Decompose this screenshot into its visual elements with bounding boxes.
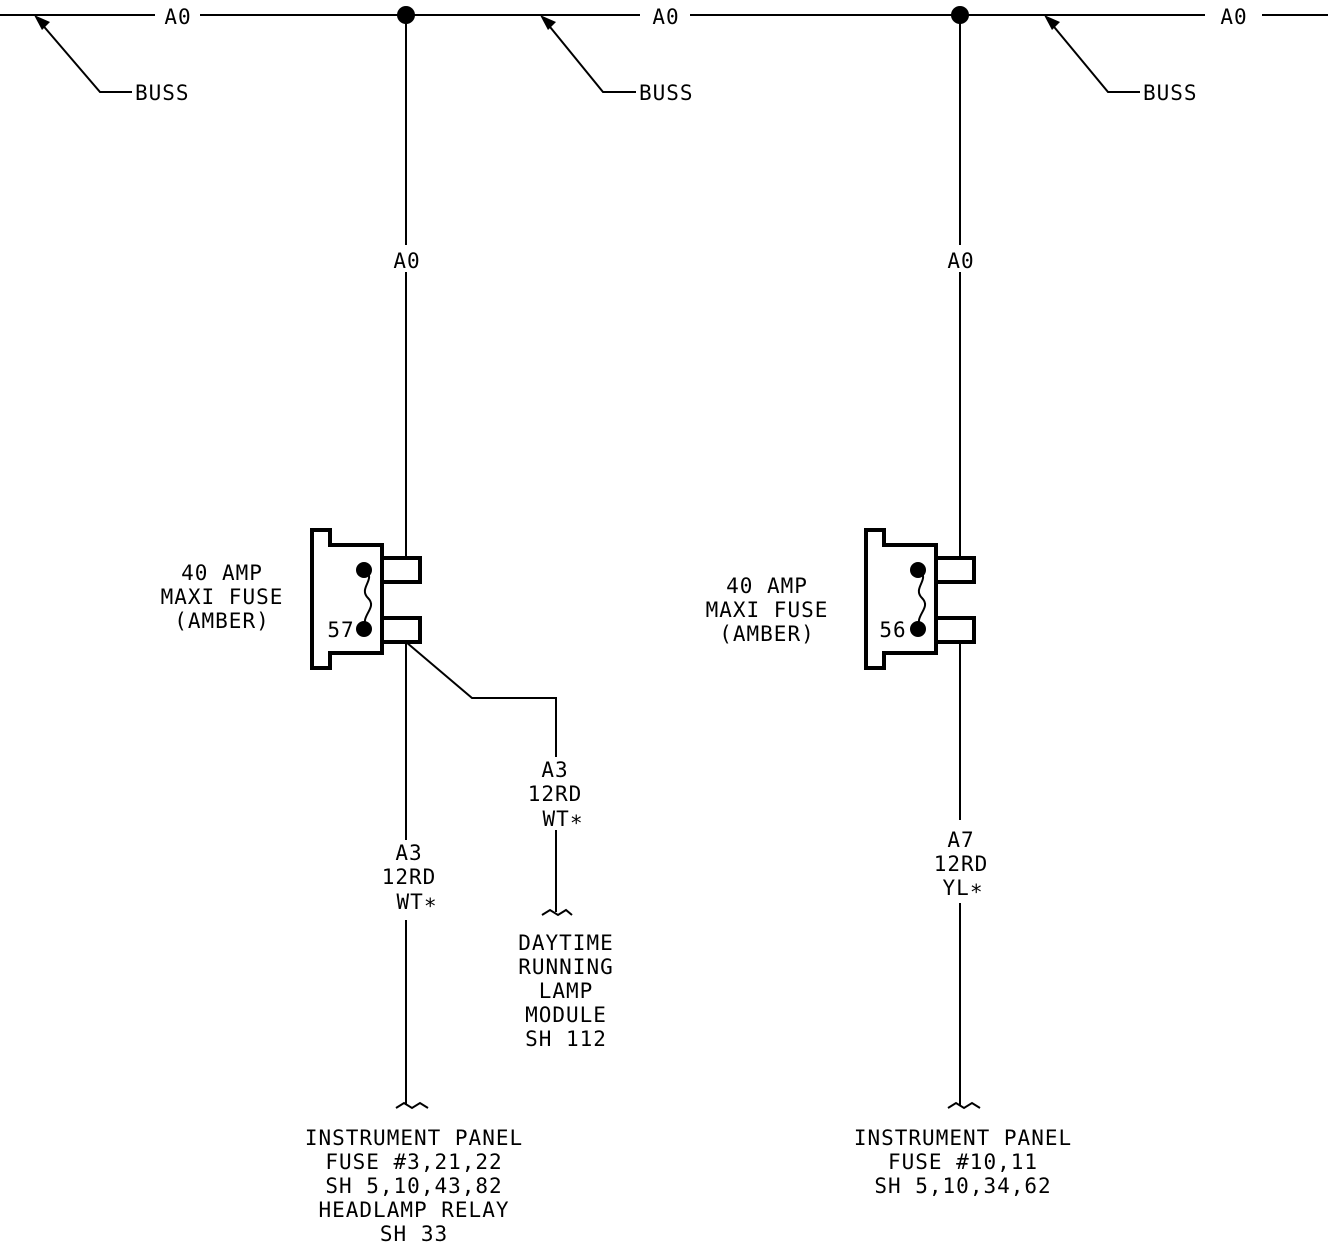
right-dest-line-2: FUSE #10,11 bbox=[888, 1150, 1038, 1174]
buss-leader-3 bbox=[1044, 15, 1140, 93]
right-fuse-number: 56 bbox=[879, 618, 906, 642]
right-main-wire-gauge: 12RD bbox=[934, 852, 989, 876]
right-main-destination: INSTRUMENT PANEL FUSE #10,11 SH 5,10,34,… bbox=[854, 1126, 1072, 1198]
left-branch-wire-tracer: WT∗ bbox=[543, 807, 584, 831]
left-branch-wire bbox=[405, 641, 573, 917]
branch-dest-line-5: SH 112 bbox=[525, 1027, 607, 1051]
left-main-wire-tracer: WT∗ bbox=[397, 890, 438, 914]
right-main-wire-tracer: YL∗ bbox=[943, 876, 984, 900]
branch-dest-line-1: DAYTIME bbox=[518, 931, 614, 955]
left-fuse-rating: 40 AMP bbox=[181, 561, 263, 585]
left-branch-wire-circuit: A3 bbox=[541, 758, 568, 782]
left-fuse-type: MAXI FUSE bbox=[161, 585, 284, 609]
left-fuse-color: (AMBER) bbox=[174, 609, 270, 633]
main-dest-line-2: FUSE #3,21,22 bbox=[325, 1150, 502, 1174]
left-main-destination: INSTRUMENT PANEL FUSE #3,21,22 SH 5,10,4… bbox=[305, 1126, 523, 1246]
branch-dest-line-3: LAMP bbox=[539, 979, 594, 1003]
right-dest-line-1: INSTRUMENT PANEL bbox=[854, 1126, 1072, 1150]
left-fuse-number: 57 bbox=[327, 618, 354, 642]
right-fuse-color: (AMBER) bbox=[719, 622, 815, 646]
branch-dest-line-4: MODULE bbox=[525, 1003, 607, 1027]
right-maxi-fuse bbox=[864, 528, 976, 670]
bus-wire-label-1: A0 bbox=[164, 5, 191, 29]
main-dest-line-3: SH 5,10,43,82 bbox=[325, 1174, 502, 1198]
main-dest-line-4: HEADLAMP RELAY bbox=[318, 1198, 509, 1222]
right-main-wire bbox=[947, 642, 981, 1110]
buss-label-1: BUSS bbox=[135, 81, 190, 105]
left-main-wire-circuit: A3 bbox=[395, 841, 422, 865]
left-branch-destination: DAYTIME RUNNING LAMP MODULE SH 112 bbox=[518, 931, 614, 1051]
right-fuse-rating: 40 AMP bbox=[726, 574, 808, 598]
buss-leader-1 bbox=[34, 15, 132, 93]
left-main-wire bbox=[395, 642, 429, 1110]
left-maxi-fuse bbox=[310, 528, 422, 670]
left-main-wire-gauge: 12RD bbox=[382, 865, 437, 889]
right-fuse-type: MAXI FUSE bbox=[706, 598, 829, 622]
main-dest-line-1: INSTRUMENT PANEL bbox=[305, 1126, 523, 1150]
branch-dest-line-2: RUNNING bbox=[518, 955, 614, 979]
left-branch-wire-gauge: 12RD bbox=[528, 782, 583, 806]
left-feed-wire-label: A0 bbox=[393, 249, 420, 273]
buss-label-3: BUSS bbox=[1143, 81, 1198, 105]
bus-wire-label-2: A0 bbox=[652, 5, 679, 29]
bus-wire-label-3: A0 bbox=[1220, 5, 1247, 29]
buss-label-2: BUSS bbox=[639, 81, 694, 105]
buss-leader-2 bbox=[540, 15, 636, 93]
main-dest-line-5: SH 33 bbox=[380, 1222, 448, 1246]
right-dest-line-3: SH 5,10,34,62 bbox=[874, 1174, 1051, 1198]
right-main-wire-circuit: A7 bbox=[947, 828, 974, 852]
right-feed-wire-label: A0 bbox=[947, 249, 974, 273]
